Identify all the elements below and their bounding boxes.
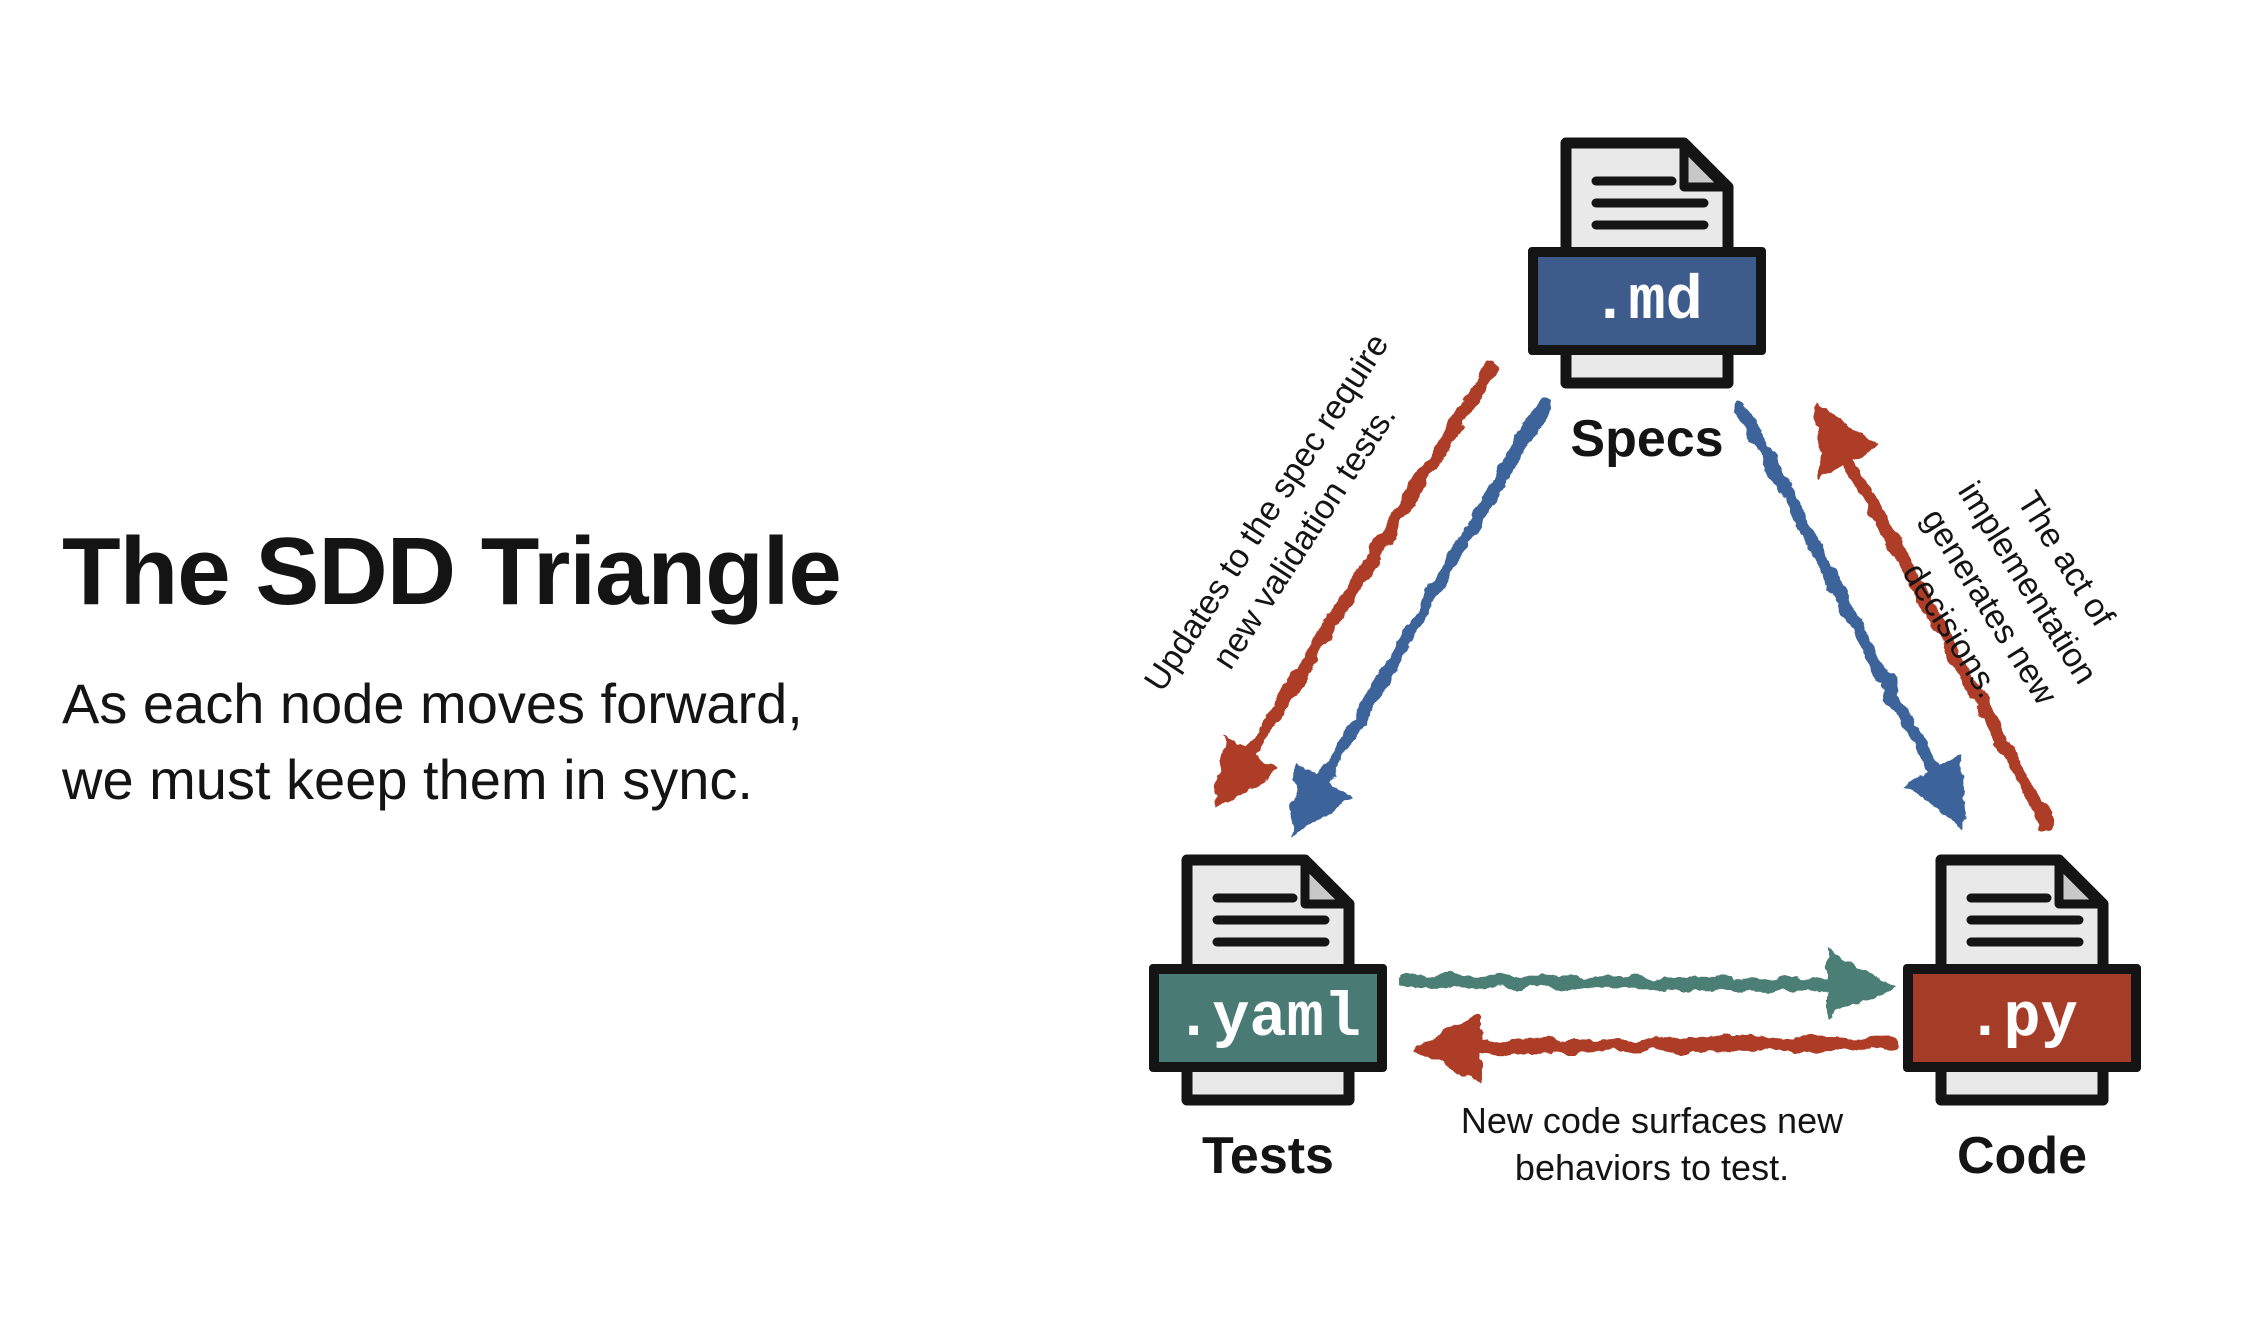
file-fold-corner — [1300, 858, 1351, 909]
edge-label-specs-to-tests: Updates to the spec require new validati… — [1137, 326, 1404, 698]
arrow-shaft — [1461, 1036, 1899, 1054]
specs-node: .md Specs — [1528, 133, 1766, 469]
arrow-shaft — [1398, 974, 1847, 992]
arrow-head — [1216, 734, 1280, 809]
arrow-head — [1828, 951, 1895, 1019]
arrow-head — [1290, 762, 1353, 838]
file-fold-corner — [2054, 858, 2105, 909]
arrow-tests-to-code-teal — [1398, 951, 1895, 1019]
arrow-code-to-tests-red — [1413, 1013, 1899, 1081]
file-extension-banner: .yaml — [1149, 964, 1387, 1072]
node-caption: Specs — [1570, 410, 1724, 468]
file-extension-label: .yaml — [1174, 982, 1362, 1054]
arrow-head — [1413, 1013, 1480, 1081]
file-extension-banner: .md — [1528, 247, 1766, 355]
edge-label-specs-to-code: The act of implementation generates new … — [1895, 474, 2122, 712]
file-extension-banner: .py — [1903, 964, 2141, 1072]
arrow-head — [1817, 403, 1879, 479]
code-node: .py Code — [1903, 850, 2141, 1186]
page-title: The SDD Triangle — [62, 518, 842, 625]
left-copy-block: The SDD Triangle As each node moves forw… — [62, 520, 962, 818]
arrow-head — [1902, 754, 1964, 829]
file-extension-label: .md — [1591, 265, 1703, 337]
node-caption: Code — [1957, 1127, 2087, 1185]
file-fold-corner — [1679, 141, 1730, 192]
edge-label-tests-to-code: New code surfaces new behaviors to test. — [1460, 1100, 1844, 1188]
node-caption: Tests — [1202, 1127, 1334, 1185]
subtitle: As each node moves forward, we must keep… — [62, 671, 803, 811]
file-extension-label: .py — [1966, 982, 2078, 1054]
tests-node: .yaml Tests — [1149, 850, 1387, 1186]
